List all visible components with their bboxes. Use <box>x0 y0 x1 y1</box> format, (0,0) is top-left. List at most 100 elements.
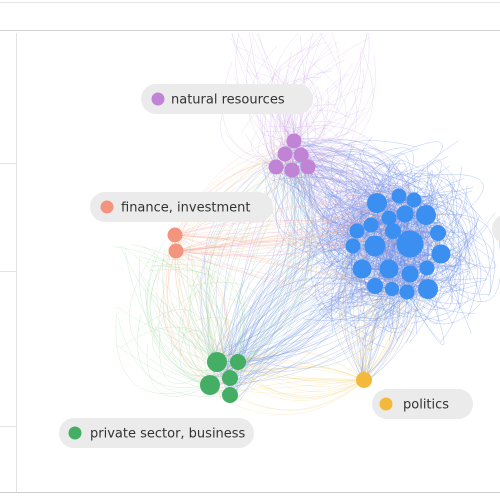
graph-node-natural[interactable] <box>300 159 316 175</box>
graph-node-natural[interactable] <box>277 146 293 162</box>
graph-edge <box>270 33 299 155</box>
graph-node-main[interactable] <box>385 223 401 239</box>
graph-node-main[interactable] <box>406 192 422 208</box>
graph-edge <box>226 379 365 411</box>
graph-node-main[interactable] <box>416 205 436 225</box>
graph-edge <box>247 166 318 359</box>
graph-node-main[interactable] <box>391 188 407 204</box>
graph-node-natural[interactable] <box>286 133 302 149</box>
graph-edge <box>149 249 218 363</box>
graph-edge <box>222 153 286 370</box>
graph-edge <box>228 379 365 411</box>
graph-node-main[interactable] <box>419 260 435 276</box>
graph-edge <box>151 264 244 363</box>
graph-node-natural[interactable] <box>284 162 300 178</box>
graph-edge <box>159 333 218 385</box>
graph-node-main[interactable] <box>401 265 419 283</box>
graph-edge <box>174 234 357 283</box>
graph-edge <box>284 33 342 155</box>
graph-node-main[interactable] <box>396 205 414 223</box>
graph-edge <box>208 166 309 367</box>
graph-edge <box>232 245 354 389</box>
graph-node-natural[interactable] <box>268 159 284 175</box>
graph-edge <box>301 139 415 201</box>
graph-node-main[interactable] <box>367 278 383 294</box>
graph-node-private[interactable] <box>207 352 227 372</box>
cluster-color-dot <box>100 200 114 214</box>
graph-node-finance[interactable] <box>167 227 183 243</box>
graph-node-politics[interactable] <box>356 372 372 388</box>
graph-edge <box>437 232 495 297</box>
graph-edge <box>243 202 378 367</box>
label-chip <box>492 215 500 243</box>
graph-edge <box>310 172 354 247</box>
cluster-label-politics[interactable]: politics <box>372 389 473 419</box>
graph-node-private[interactable] <box>200 375 220 395</box>
graph-edge <box>236 245 354 373</box>
cluster-label-private-sector-business[interactable]: private sector, business <box>59 418 254 448</box>
graph-node-main[interactable] <box>364 235 386 257</box>
cluster-label-natural-resources[interactable]: natural resources <box>141 84 313 114</box>
graph-node-main[interactable] <box>352 259 372 279</box>
graph-node-private[interactable] <box>222 370 238 386</box>
graph-edge <box>244 356 365 392</box>
graph-edge <box>170 301 231 379</box>
graph-node-private[interactable] <box>222 387 238 403</box>
graph-node-finance[interactable] <box>168 243 184 259</box>
graph-edge <box>307 125 333 168</box>
graph-edge <box>409 178 443 275</box>
graph-edge <box>284 33 370 155</box>
graph-node-main[interactable] <box>349 223 365 239</box>
graph-node-main[interactable] <box>345 238 361 254</box>
graph-edge <box>293 63 353 142</box>
graph-node-main[interactable] <box>363 217 379 233</box>
graph-edge <box>175 160 286 252</box>
graph-edge <box>209 291 408 358</box>
graph-edge <box>228 379 365 416</box>
graph-node-main[interactable] <box>430 225 446 241</box>
network-graph[interactable]: natural resources finance, investment pr… <box>18 33 500 494</box>
graph-edge <box>228 232 439 366</box>
graph-node-main[interactable] <box>379 259 399 279</box>
graph-edge <box>207 166 309 379</box>
graph-edge <box>175 217 370 252</box>
graph-node-main[interactable] <box>381 210 397 226</box>
graph-edge <box>275 87 329 168</box>
graph-node-main[interactable] <box>418 279 438 299</box>
graph-edge <box>175 250 228 358</box>
graph-edge <box>228 372 365 401</box>
graph-edge <box>251 120 277 168</box>
graph-edge <box>221 202 378 378</box>
top-toolbar <box>0 0 500 31</box>
graph-edge <box>230 169 308 397</box>
graph-edge <box>307 168 393 290</box>
graph-edge <box>302 178 411 255</box>
graph-node-main[interactable] <box>396 230 424 258</box>
graph-edge <box>306 141 376 287</box>
graph-edge <box>426 267 461 301</box>
graph-edge <box>362 291 408 378</box>
graph-edge <box>319 226 411 275</box>
graph-edge <box>436 232 490 295</box>
cluster-label-finance-investment[interactable]: finance, investment <box>90 192 273 222</box>
cluster-label-main-partial[interactable] <box>492 214 500 244</box>
graph-node-main[interactable] <box>385 282 399 296</box>
graph-edge <box>215 166 277 353</box>
graph-edge <box>302 230 395 321</box>
graph-node-natural[interactable] <box>293 147 309 163</box>
label-chip <box>90 192 273 222</box>
graph-edge <box>289 140 376 247</box>
graph-edge <box>221 166 309 358</box>
graph-node-main[interactable] <box>399 284 415 300</box>
graph-edge <box>361 273 411 378</box>
graph-edge <box>229 213 406 367</box>
label-chip <box>141 84 313 114</box>
network-graph-canvas[interactable]: natural resources finance, investment pr… <box>18 33 500 494</box>
label-chip <box>372 389 473 419</box>
graph-node-private[interactable] <box>230 354 246 370</box>
graph-node-main[interactable] <box>367 193 387 213</box>
graph-node-main[interactable] <box>431 244 451 264</box>
graph-edge <box>175 250 360 281</box>
graph-edge <box>300 33 368 156</box>
graph-edge <box>244 245 354 368</box>
